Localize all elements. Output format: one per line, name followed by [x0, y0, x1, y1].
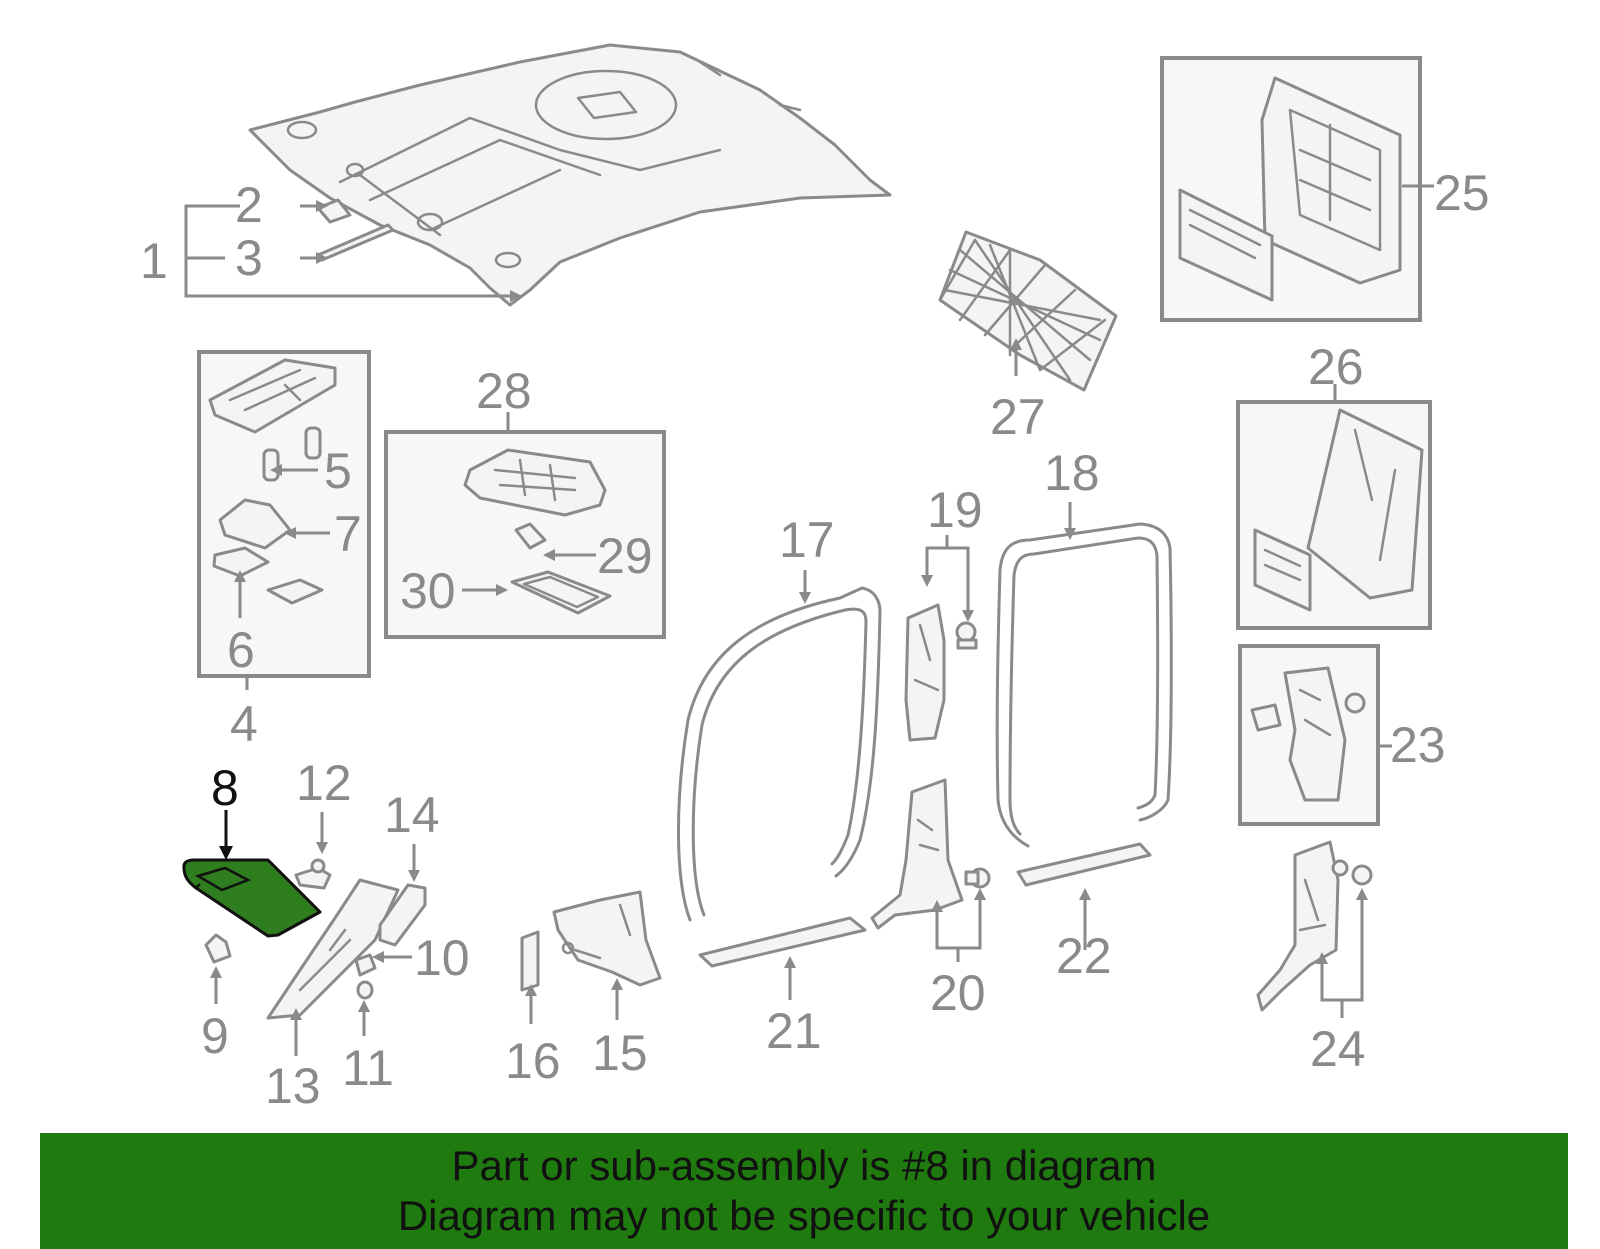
callout-9: 9 [201, 1008, 229, 1064]
clip-part [356, 980, 374, 1000]
callout-24: 24 [1310, 1021, 1366, 1077]
callout-8: 8 [211, 760, 239, 816]
assist-grip-part [378, 883, 427, 947]
visor-holder-part [294, 858, 332, 890]
callout-30: 30 [400, 563, 456, 619]
callout-1: 1 [140, 233, 168, 289]
cowl-side-trim-part [552, 890, 662, 987]
retainer-part [520, 930, 540, 992]
callout-4: 4 [230, 696, 258, 752]
callout-23: 23 [1390, 717, 1446, 773]
b-pillar-lower-trim-part [870, 778, 991, 930]
headliner-part [248, 43, 892, 307]
quarter-trim-part [1253, 408, 1424, 612]
callout-29: 29 [597, 528, 653, 584]
callout-3: 3 [235, 230, 263, 286]
pillar-trim-upper-part [1250, 666, 1366, 802]
callout-11: 11 [342, 1040, 394, 1096]
dome-lamp-part [208, 358, 337, 605]
rear-door-weatherstrip-part [995, 522, 1173, 848]
callout-19: 19 [927, 482, 983, 538]
callout-21: 21 [766, 1003, 822, 1059]
sun-visor-part[interactable] [182, 858, 322, 938]
callout-12: 12 [296, 755, 352, 811]
notice-line-2: Diagram may not be specific to your vehi… [397, 1192, 1211, 1239]
front-scuff-plate-part [698, 916, 867, 968]
callout-28: 28 [476, 363, 532, 419]
cargo-net-part [938, 230, 1118, 392]
callout-14: 14 [384, 787, 440, 843]
pillar-trim-lower-part [1256, 840, 1373, 1012]
callout-7: 7 [334, 506, 362, 562]
callout-2: 2 [235, 177, 263, 233]
callout-27: 27 [990, 389, 1046, 445]
callout-22: 22 [1056, 928, 1112, 984]
callout-17: 17 [779, 512, 835, 568]
notice-line-1: Part or sub-assembly is #8 in diagram [451, 1142, 1157, 1189]
notice-banner: Part or sub-assembly is #8 in diagram Di… [40, 1133, 1568, 1249]
grip-cover-part [354, 953, 377, 977]
callout-5: 5 [324, 443, 352, 499]
callout-26: 26 [1308, 339, 1364, 395]
callout-10: 10 [414, 930, 470, 986]
callout-20: 20 [930, 965, 986, 1021]
map-lamp-part [463, 448, 612, 615]
a-pillar-trim-part [266, 878, 400, 1020]
rear-trim-panel-part [1178, 76, 1402, 302]
headliner-strip-part [316, 223, 395, 262]
callout-6: 6 [227, 622, 255, 678]
rear-scuff-plate-part [1016, 842, 1152, 887]
callout-15: 15 [592, 1025, 648, 1081]
callout-18: 18 [1044, 445, 1100, 501]
visor-bracket-part [204, 933, 232, 964]
b-pillar-upper-trim-part [904, 603, 978, 742]
callout-13: 13 [265, 1058, 321, 1114]
callout-16: 16 [505, 1033, 561, 1089]
callout-25: 25 [1434, 165, 1490, 221]
front-door-weatherstrip-part [676, 586, 882, 922]
